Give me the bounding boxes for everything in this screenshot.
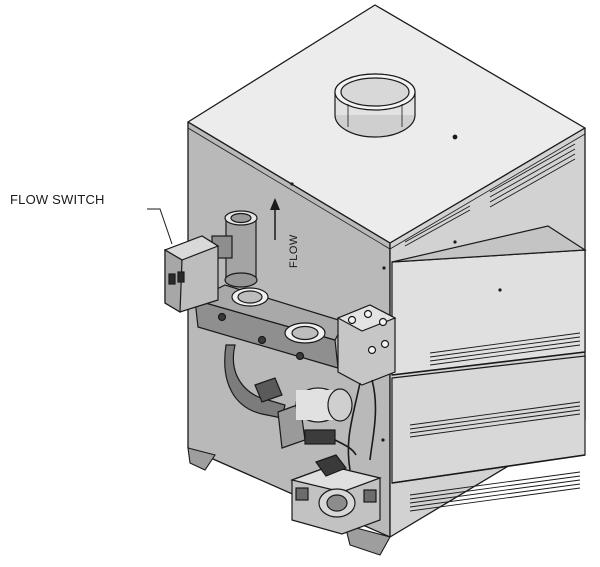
panel-screws bbox=[290, 182, 502, 442]
flow-switch-label: FLOW SWITCH bbox=[10, 192, 105, 207]
gas-valve bbox=[289, 454, 383, 535]
junction-box bbox=[336, 304, 397, 386]
flow-switch-box bbox=[163, 235, 220, 314]
upper-vents bbox=[404, 143, 576, 247]
water-manifold bbox=[193, 284, 346, 369]
flow-direction-arrow: FLOW bbox=[270, 198, 300, 268]
circulator-pump bbox=[277, 387, 353, 449]
wiring bbox=[334, 379, 377, 471]
base-feet bbox=[187, 447, 391, 556]
flow-arrow-label: FLOW bbox=[288, 234, 300, 268]
callout-leader-line bbox=[147, 208, 173, 245]
flue-collar bbox=[334, 73, 458, 140]
front-panel-lower bbox=[391, 355, 586, 484]
return-piping bbox=[224, 344, 286, 419]
panel-vents bbox=[409, 332, 581, 512]
riser-pipe bbox=[211, 210, 258, 288]
flow-switch-callout: FLOW SWITCH bbox=[10, 192, 173, 245]
